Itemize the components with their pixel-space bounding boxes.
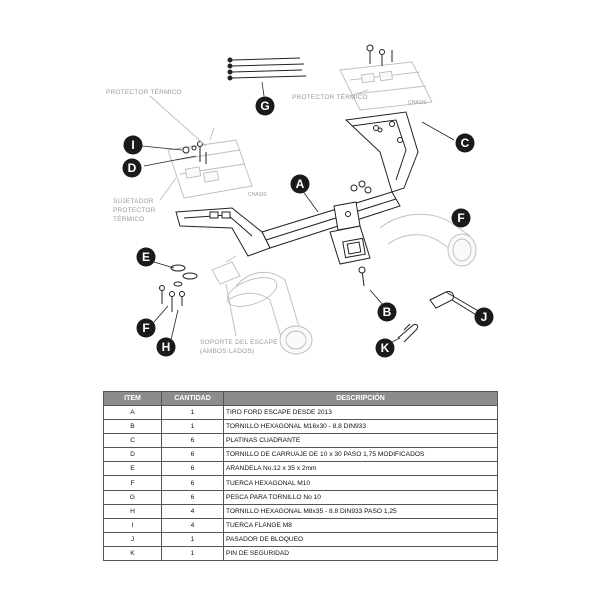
hardware-c: [366, 44, 455, 141]
callout-c: C: [455, 133, 475, 153]
svg-text:F: F: [142, 321, 149, 335]
cell-qty: 6: [161, 461, 224, 477]
cell-item: E: [103, 461, 162, 477]
label-sujetador-1: SUJETADOR: [113, 198, 154, 205]
cell-desc: PESCA PARA TORNILLO No 10: [223, 489, 498, 505]
svg-text:A: A: [296, 177, 305, 191]
cell-desc: TUERCA HEXAGONAL M10: [223, 475, 498, 491]
cell-item: D: [103, 447, 162, 463]
label-chasis-right: CHASIS: [408, 100, 427, 106]
left-chassis-ghost: [167, 127, 253, 199]
cell-item: H: [103, 503, 162, 519]
callout-b: B: [377, 302, 397, 322]
header-descripcion: DESCRIPCIÓN: [223, 391, 498, 406]
cell-item: I: [103, 517, 162, 533]
exhaust-system-ghost: [211, 213, 477, 355]
parts-table: ITEM CANTIDAD DESCRIPCIÓN A 1 TIRO FORD …: [103, 391, 498, 562]
header-cantidad: CANTIDAD: [161, 391, 224, 406]
svg-text:C: C: [461, 136, 470, 150]
table-header-row: ITEM CANTIDAD DESCRIPCIÓN: [103, 391, 498, 406]
cell-item: K: [103, 545, 162, 562]
cell-desc: TIRO FORD ESCAPE DESDE 2013: [223, 404, 498, 421]
bolt-b: [358, 266, 385, 307]
svg-text:D: D: [128, 161, 137, 175]
table-row: F 6 TUERCA HEXAGONAL M10: [103, 475, 498, 491]
callout-d: D: [122, 158, 142, 178]
svg-text:K: K: [381, 341, 390, 355]
table-row: K 1 PIN DE SEGURIDAD: [103, 545, 498, 562]
label-sujetador-2: PROTECTOR: [113, 207, 156, 214]
cell-qty: 6: [161, 489, 224, 505]
header-item: ITEM: [103, 391, 162, 406]
cell-qty: 1: [161, 404, 224, 421]
tow-hitch-a: [175, 111, 419, 265]
hardware-i-d: [141, 141, 207, 167]
label-sujetador-3: TÉRMICO: [113, 214, 144, 223]
svg-text:H: H: [162, 340, 171, 354]
svg-text:J: J: [481, 310, 488, 324]
label-protector-termico-left: PROTECTOR TÉRMICO: [106, 87, 182, 96]
cell-qty: 4: [161, 503, 224, 519]
svg-text:I: I: [131, 138, 134, 152]
locking-pin-j: [429, 291, 481, 317]
callout-k: K: [375, 338, 395, 358]
callout-j: J: [474, 307, 494, 327]
callout-f-right: F: [451, 208, 471, 228]
cell-desc: ARANDELA No.12 x 35 x 2mm: [223, 461, 498, 477]
label-chasis-left: CHASIS: [248, 192, 267, 198]
right-chassis-ghost: [339, 61, 433, 111]
callout-h: H: [156, 337, 176, 357]
cell-desc: PIN DE SEGURIDAD: [223, 545, 498, 562]
table-row: H 4 TORNILLO HEXAGONAL M8x35 - 8.8 DIN93…: [103, 503, 498, 519]
cell-item: B: [103, 419, 162, 435]
table-row: D 6 TORNILLO DE CARRUAJE DE 10 x 30 PASO…: [103, 447, 498, 463]
hardware-e-f-h: [153, 261, 198, 345]
callout-f-left: F: [136, 318, 156, 338]
cell-desc: TUERCA FLANGE M8: [223, 517, 498, 533]
label-soporte-2: (AMBOS LADOS): [200, 348, 254, 355]
cell-desc: PLATINAS CUADRANTE: [223, 433, 498, 449]
label-soporte-1: SOPORTE DEL ESCAPE: [200, 339, 278, 346]
svg-text:E: E: [142, 250, 150, 264]
exploded-assembly-diagram: PROTECTOR TÉRMICO PROTECTOR TÉRMICO CHAS…: [106, 44, 494, 358]
table-row: I 4 TUERCA FLANGE M8: [103, 517, 498, 533]
cell-qty: 6: [161, 447, 224, 463]
table-row: A 1 TIRO FORD ESCAPE DESDE 2013: [103, 404, 498, 421]
table-row: B 1 TORNILLO HEXAGONAL M16x30 - 8.8 DIN9…: [103, 419, 498, 435]
cell-qty: 1: [161, 531, 224, 547]
cell-qty: 1: [161, 545, 224, 562]
safety-pin-k: [391, 323, 419, 343]
cell-qty: 4: [161, 517, 224, 533]
cell-qty: 1: [161, 419, 224, 435]
cell-desc: TORNILLO HEXAGONAL M8x35 - 8.8 DIN933 PA…: [223, 503, 498, 519]
table-row: C 6 PLATINAS CUADRANTE: [103, 433, 498, 449]
label-protector-termico-right: PROTECTOR TÉRMICO: [292, 92, 368, 101]
cell-qty: 6: [161, 433, 224, 449]
callout-i: I: [123, 135, 143, 155]
cell-qty: 6: [161, 475, 224, 491]
cell-desc: TORNILLO DE CARRUAJE DE 10 x 30 PASO 1,7…: [223, 447, 498, 463]
callout-g: G: [255, 96, 275, 116]
cell-item: C: [103, 433, 162, 449]
svg-text:G: G: [260, 99, 269, 113]
cell-item: F: [103, 475, 162, 491]
wire-clips-g: [227, 57, 307, 97]
svg-text:B: B: [383, 305, 392, 319]
cell-item: A: [103, 404, 162, 421]
callout-a: A: [290, 174, 310, 194]
cell-desc: PASADOR DE BLOQUEO: [223, 531, 498, 547]
svg-text:F: F: [457, 211, 464, 225]
table-row: E 6 ARANDELA No.12 x 35 x 2mm: [103, 461, 498, 477]
table-row: G 6 PESCA PARA TORNILLO No 10: [103, 489, 498, 505]
cell-item: J: [103, 531, 162, 547]
cell-item: G: [103, 489, 162, 505]
table-row: J 1 PASADOR DE BLOQUEO: [103, 531, 498, 547]
ghost-labels: PROTECTOR TÉRMICO PROTECTOR TÉRMICO CHAS…: [106, 87, 427, 355]
cell-desc: TORNILLO HEXAGONAL M16x30 - 8.8 DIN933: [223, 419, 498, 435]
callout-e: E: [136, 247, 156, 267]
